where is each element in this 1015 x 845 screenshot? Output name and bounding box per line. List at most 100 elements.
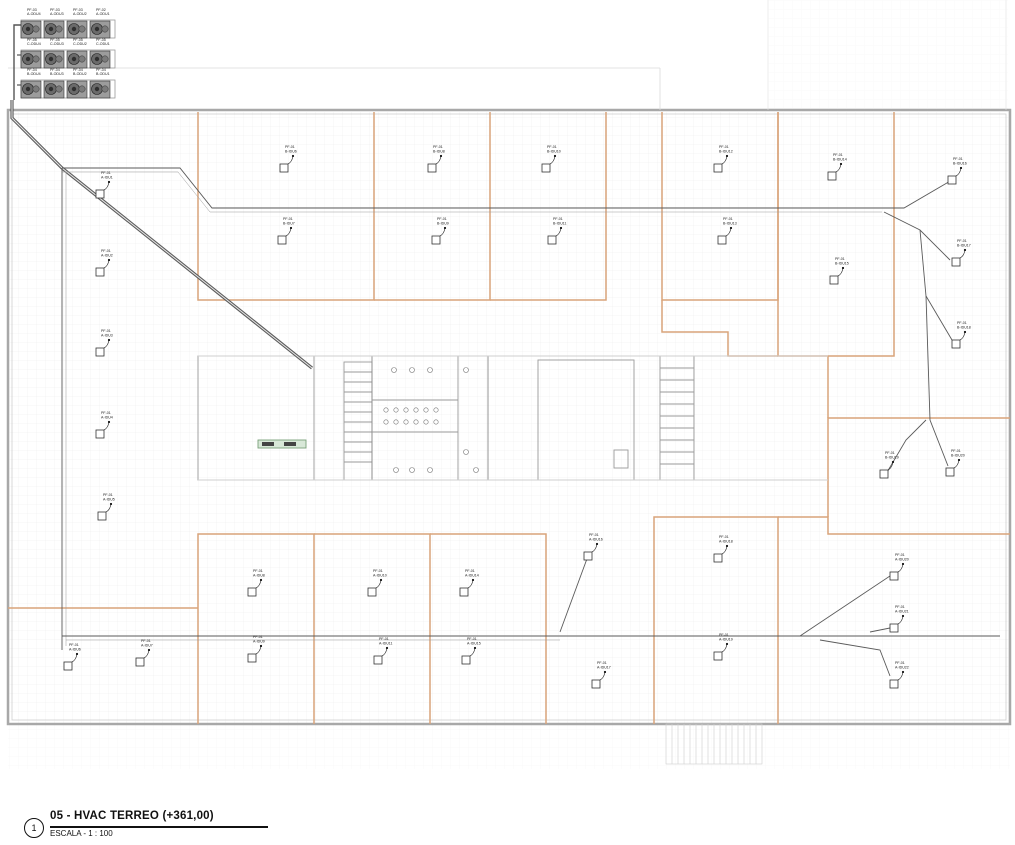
indoor-unit-tag: PF-01	[951, 449, 961, 453]
room-partitions	[8, 112, 1010, 724]
outdoor-unit-label: PF-03	[27, 8, 37, 12]
indoor-unit-id: A-IDU3	[101, 334, 113, 338]
indoor-unit: PF-01A-IDU14	[459, 569, 479, 597]
indoor-unit-tag: PF-01	[719, 633, 729, 637]
indoor-unit-tag: PF-01	[253, 569, 263, 573]
indoor-unit-id: B-IDU6	[285, 150, 297, 154]
outdoor-units: PF-03A-ODU4PF-03A-ODU3PF-03A-ODU2PF-02A-…	[20, 8, 111, 99]
indoor-unit: PF-01B-IDU15	[829, 257, 849, 285]
indoor-unit: PF-01B-IDU18	[951, 321, 971, 349]
indoor-unit-tag: PF-01	[101, 171, 111, 175]
outdoor-unit-label: C-ODU3	[50, 42, 64, 46]
indoor-unit-tag: PF-01	[465, 569, 475, 573]
indoor-unit: PF-01A-IDU7	[135, 639, 153, 667]
indoor-unit: PF-01A-IDU5	[97, 493, 115, 521]
outdoor-unit-label: PF-04	[96, 68, 106, 72]
indoor-unit-id: A-IDU8	[253, 574, 265, 578]
indoor-unit-id: A-IDU7	[141, 644, 153, 648]
indoor-unit-id: B-IDU16	[953, 162, 967, 166]
indoor-unit: PF-01B-IDU8	[427, 145, 445, 173]
indoor-unit-tag: PF-01	[953, 157, 963, 161]
outdoor-unit-label: A-ODU2	[73, 12, 87, 16]
indoor-unit-id: A-IDU6	[69, 648, 81, 652]
outdoor-unit-label: PF-05	[96, 38, 106, 42]
indoor-unit: PF-01A-IDU8	[247, 569, 265, 597]
outdoor-unit: PF-04B-ODU2	[66, 68, 88, 99]
indoor-unit: PF-01B-IDU14	[827, 153, 847, 181]
indoor-unit-id: A-IDU14	[465, 574, 479, 578]
outdoor-unit-label: C-ODU2	[73, 42, 87, 46]
outdoor-unit: PF-03A-ODU4	[20, 8, 42, 39]
indoor-unit-tag: PF-01	[373, 569, 383, 573]
indoor-unit-tag: PF-01	[885, 451, 895, 455]
indoor-unit: PF-01A-IDU16	[583, 533, 603, 561]
indoor-unit: PF-01A-IDU17	[591, 661, 611, 689]
indoor-unit-tag: PF-01	[957, 239, 967, 243]
indoor-unit-id: B-IDU7	[283, 222, 295, 226]
indoor-unit: PF-01A-IDU15	[461, 637, 481, 665]
indoor-unit-id: B-IDU19	[885, 456, 899, 460]
indoor-unit: PF-01B-IDU19	[879, 451, 899, 479]
drawing-title-block: 1 05 - HVAC TERREO (+361,00) ESCALA - 1 …	[24, 808, 284, 844]
indoor-unit-tag: PF-01	[895, 605, 905, 609]
indoor-unit-tag: PF-01	[101, 329, 111, 333]
indoor-unit-id: B-IDU17	[957, 244, 971, 248]
view-scale: ESCALA - 1 : 100	[50, 829, 113, 838]
outdoor-unit-label: PF-02	[96, 8, 106, 12]
indoor-units: PF-01A-IDU1PF-01A-IDU2PF-01A-IDU3PF-01A-…	[63, 145, 971, 689]
indoor-unit-tag: PF-01	[101, 249, 111, 253]
outdoor-unit-label: PF-05	[50, 38, 60, 42]
indoor-unit-tag: PF-01	[467, 637, 477, 641]
outdoor-unit: PF-05C-ODU1	[89, 38, 111, 69]
indoor-unit-id: B-IDU14	[833, 158, 847, 162]
indoor-unit-tag: PF-01	[433, 145, 443, 149]
indoor-unit: PF-01A-IDU4	[95, 411, 113, 439]
indoor-unit: PF-01B-IDU16	[947, 157, 967, 185]
indoor-unit-tag: PF-01	[719, 535, 729, 539]
indoor-unit: PF-01A-IDU20	[889, 553, 909, 581]
indoor-unit-id: B-IDU8	[433, 150, 445, 154]
indoor-unit: PF-01B-IDU12	[713, 145, 733, 173]
indoor-unit-id: A-IDU10	[373, 574, 387, 578]
view-number-bubble: 1	[24, 818, 44, 838]
indoor-unit: PF-01B-IDU11	[547, 217, 567, 245]
outdoor-unit: PF-04B-ODU4	[20, 68, 42, 99]
indoor-unit-tag: PF-01	[895, 661, 905, 665]
outdoor-unit-label: C-ODU1	[96, 42, 110, 46]
outdoor-unit: PF-05C-ODU3	[43, 38, 65, 69]
indoor-unit-id: B-IDU9	[437, 222, 449, 226]
indoor-unit-tag: PF-01	[895, 553, 905, 557]
indoor-unit: PF-01A-IDU11	[373, 637, 393, 665]
indoor-unit: PF-01A-IDU6	[63, 643, 81, 671]
indoor-unit: PF-01A-IDU9	[247, 635, 265, 663]
indoor-unit-id: B-IDU15	[835, 262, 849, 266]
outdoor-unit-label: PF-04	[27, 68, 37, 72]
indoor-unit-id: A-IDU9	[253, 640, 265, 644]
indoor-unit-tag: PF-01	[141, 639, 151, 643]
indoor-unit-id: A-IDU18	[719, 540, 733, 544]
exterior-steps	[665, 723, 763, 765]
indoor-unit-id: A-IDU16	[589, 538, 603, 542]
outdoor-unit-label: A-ODU3	[50, 12, 64, 16]
indoor-unit: PF-01B-IDU7	[277, 217, 295, 245]
outdoor-unit-label: B-ODU1	[96, 72, 110, 76]
outdoor-unit: PF-04B-ODU3	[43, 68, 65, 99]
indoor-unit: PF-01B-IDU17	[951, 239, 971, 267]
indoor-unit-id: A-IDU20	[895, 558, 909, 562]
main-refrigerant-riser	[10, 100, 313, 370]
outdoor-unit-label: PF-04	[50, 68, 60, 72]
indoor-unit-tag: PF-01	[597, 661, 607, 665]
outdoor-unit-label: B-ODU4	[27, 72, 41, 76]
indoor-unit-tag: PF-01	[283, 217, 293, 221]
indoor-unit: PF-01B-IDU10	[541, 145, 561, 173]
indoor-unit-tag: PF-01	[437, 217, 447, 221]
indoor-unit-id: A-IDU1	[101, 176, 113, 180]
toilet-fixtures	[383, 367, 479, 473]
building-outline	[6, 0, 1012, 765]
indoor-unit: PF-01A-IDU3	[95, 329, 113, 357]
outdoor-unit-label: B-ODU3	[50, 72, 64, 76]
indoor-unit: PF-01A-IDU10	[367, 569, 387, 597]
indoor-unit-id: A-IDU5	[103, 498, 115, 502]
building-core	[197, 355, 828, 481]
